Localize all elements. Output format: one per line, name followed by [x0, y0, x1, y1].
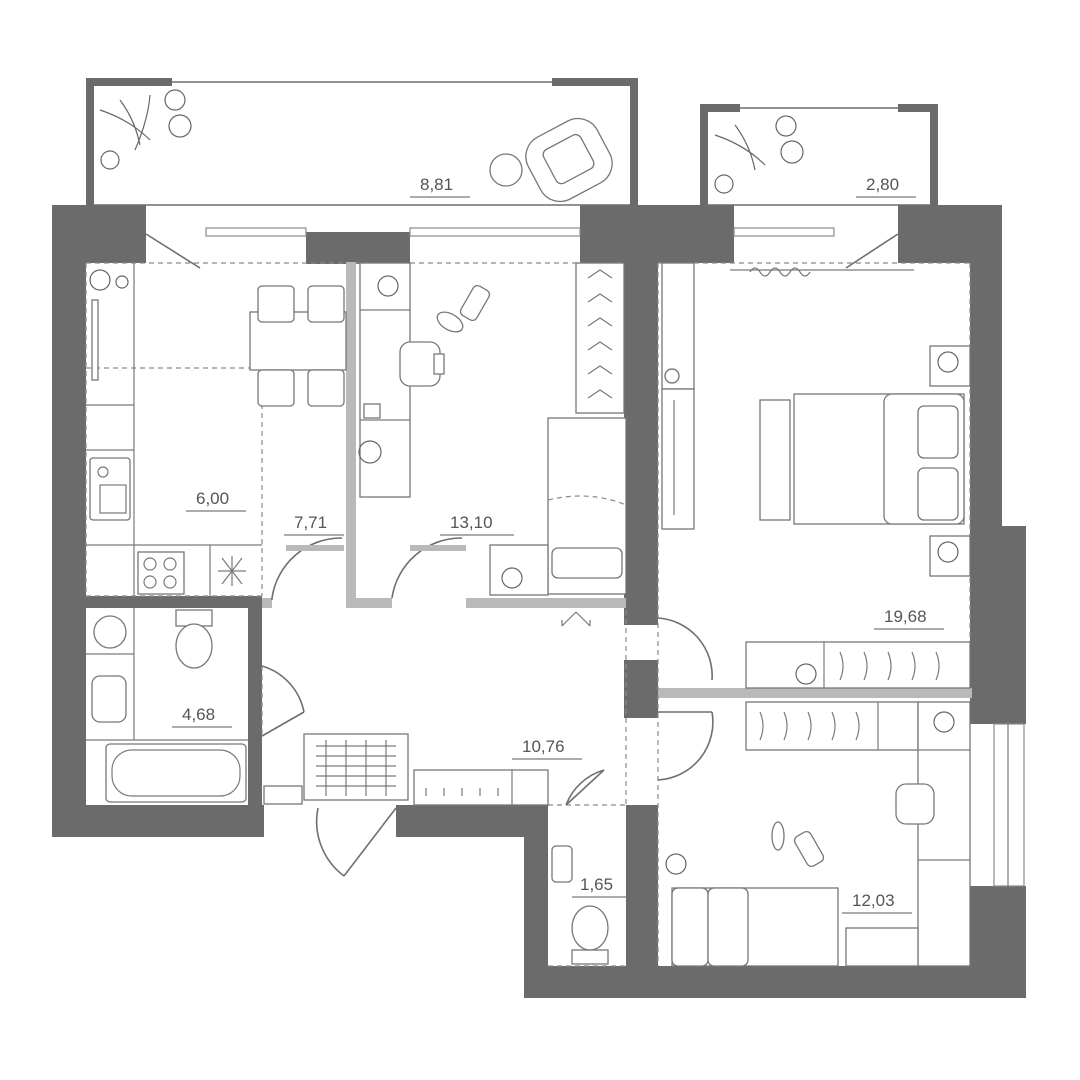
plant-icon [664, 351, 959, 563]
windows [205, 227, 1025, 887]
toy-car-icon [771, 821, 825, 868]
plant-icon [714, 115, 804, 194]
sink-icon [89, 457, 131, 521]
toy-car-icon [436, 284, 491, 333]
exterior-walls [52, 205, 1026, 998]
kids-wardrobe-icon [745, 701, 919, 751]
rug-icon [303, 733, 409, 801]
balcony-left-structure [86, 78, 638, 208]
kids-nightstand [845, 927, 919, 967]
stove-icon [137, 551, 185, 595]
plant-icon [358, 275, 399, 464]
bathtub-icon [105, 743, 247, 803]
bed-icon [671, 887, 839, 967]
area-toilet: 1,65 [580, 875, 613, 894]
plant-icon [89, 269, 129, 291]
shoe-rack [263, 785, 303, 805]
area-balcony-left: 8,81 [420, 175, 453, 194]
door-arrows-icon [561, 611, 591, 627]
area-kids-room: 12,03 [852, 891, 895, 910]
balcony-doors [145, 233, 899, 269]
bed-icon [547, 417, 627, 595]
nightstand [489, 544, 549, 596]
washing-machine-icon [93, 615, 127, 649]
area-hallway: 10,76 [522, 737, 565, 756]
sink-icon [551, 845, 573, 883]
plant-icon [99, 89, 192, 170]
sink-icon [91, 675, 127, 723]
bathroom-furniture [86, 608, 248, 741]
area-bedroom-main: 19,68 [884, 607, 927, 626]
desk-chair-icon [399, 341, 445, 387]
partitions [262, 262, 972, 698]
kitchen-furniture [86, 263, 262, 596]
fridge-icon [218, 556, 246, 586]
hall-cabinet [413, 769, 549, 806]
area-kitchen: 6,00 [196, 489, 229, 508]
heater-icon [730, 267, 914, 277]
dining-table [249, 285, 347, 407]
wardrobe-icon [575, 262, 625, 414]
plant-icon [795, 663, 817, 685]
wardrobe-icon [745, 641, 971, 689]
interior-doors [261, 537, 714, 877]
side-table [489, 153, 523, 187]
bed-icon [793, 393, 965, 525]
area-study: 13,10 [450, 513, 493, 532]
area-dining: 7,71 [294, 513, 327, 532]
toilet-icon [175, 609, 213, 669]
desk-chair-icon [895, 783, 935, 825]
area-bathroom: 4,68 [182, 705, 215, 724]
area-labels: 8,81 2,80 6,00 7,71 13,10 19,68 4,68 10,… [172, 175, 944, 914]
kids-desk [917, 701, 971, 967]
toilet-icon [571, 905, 609, 965]
balcony-right-structure [700, 104, 938, 208]
plant-icon [501, 567, 523, 589]
armchair-icon [525, 117, 613, 203]
area-balcony-right: 2,80 [866, 175, 899, 194]
